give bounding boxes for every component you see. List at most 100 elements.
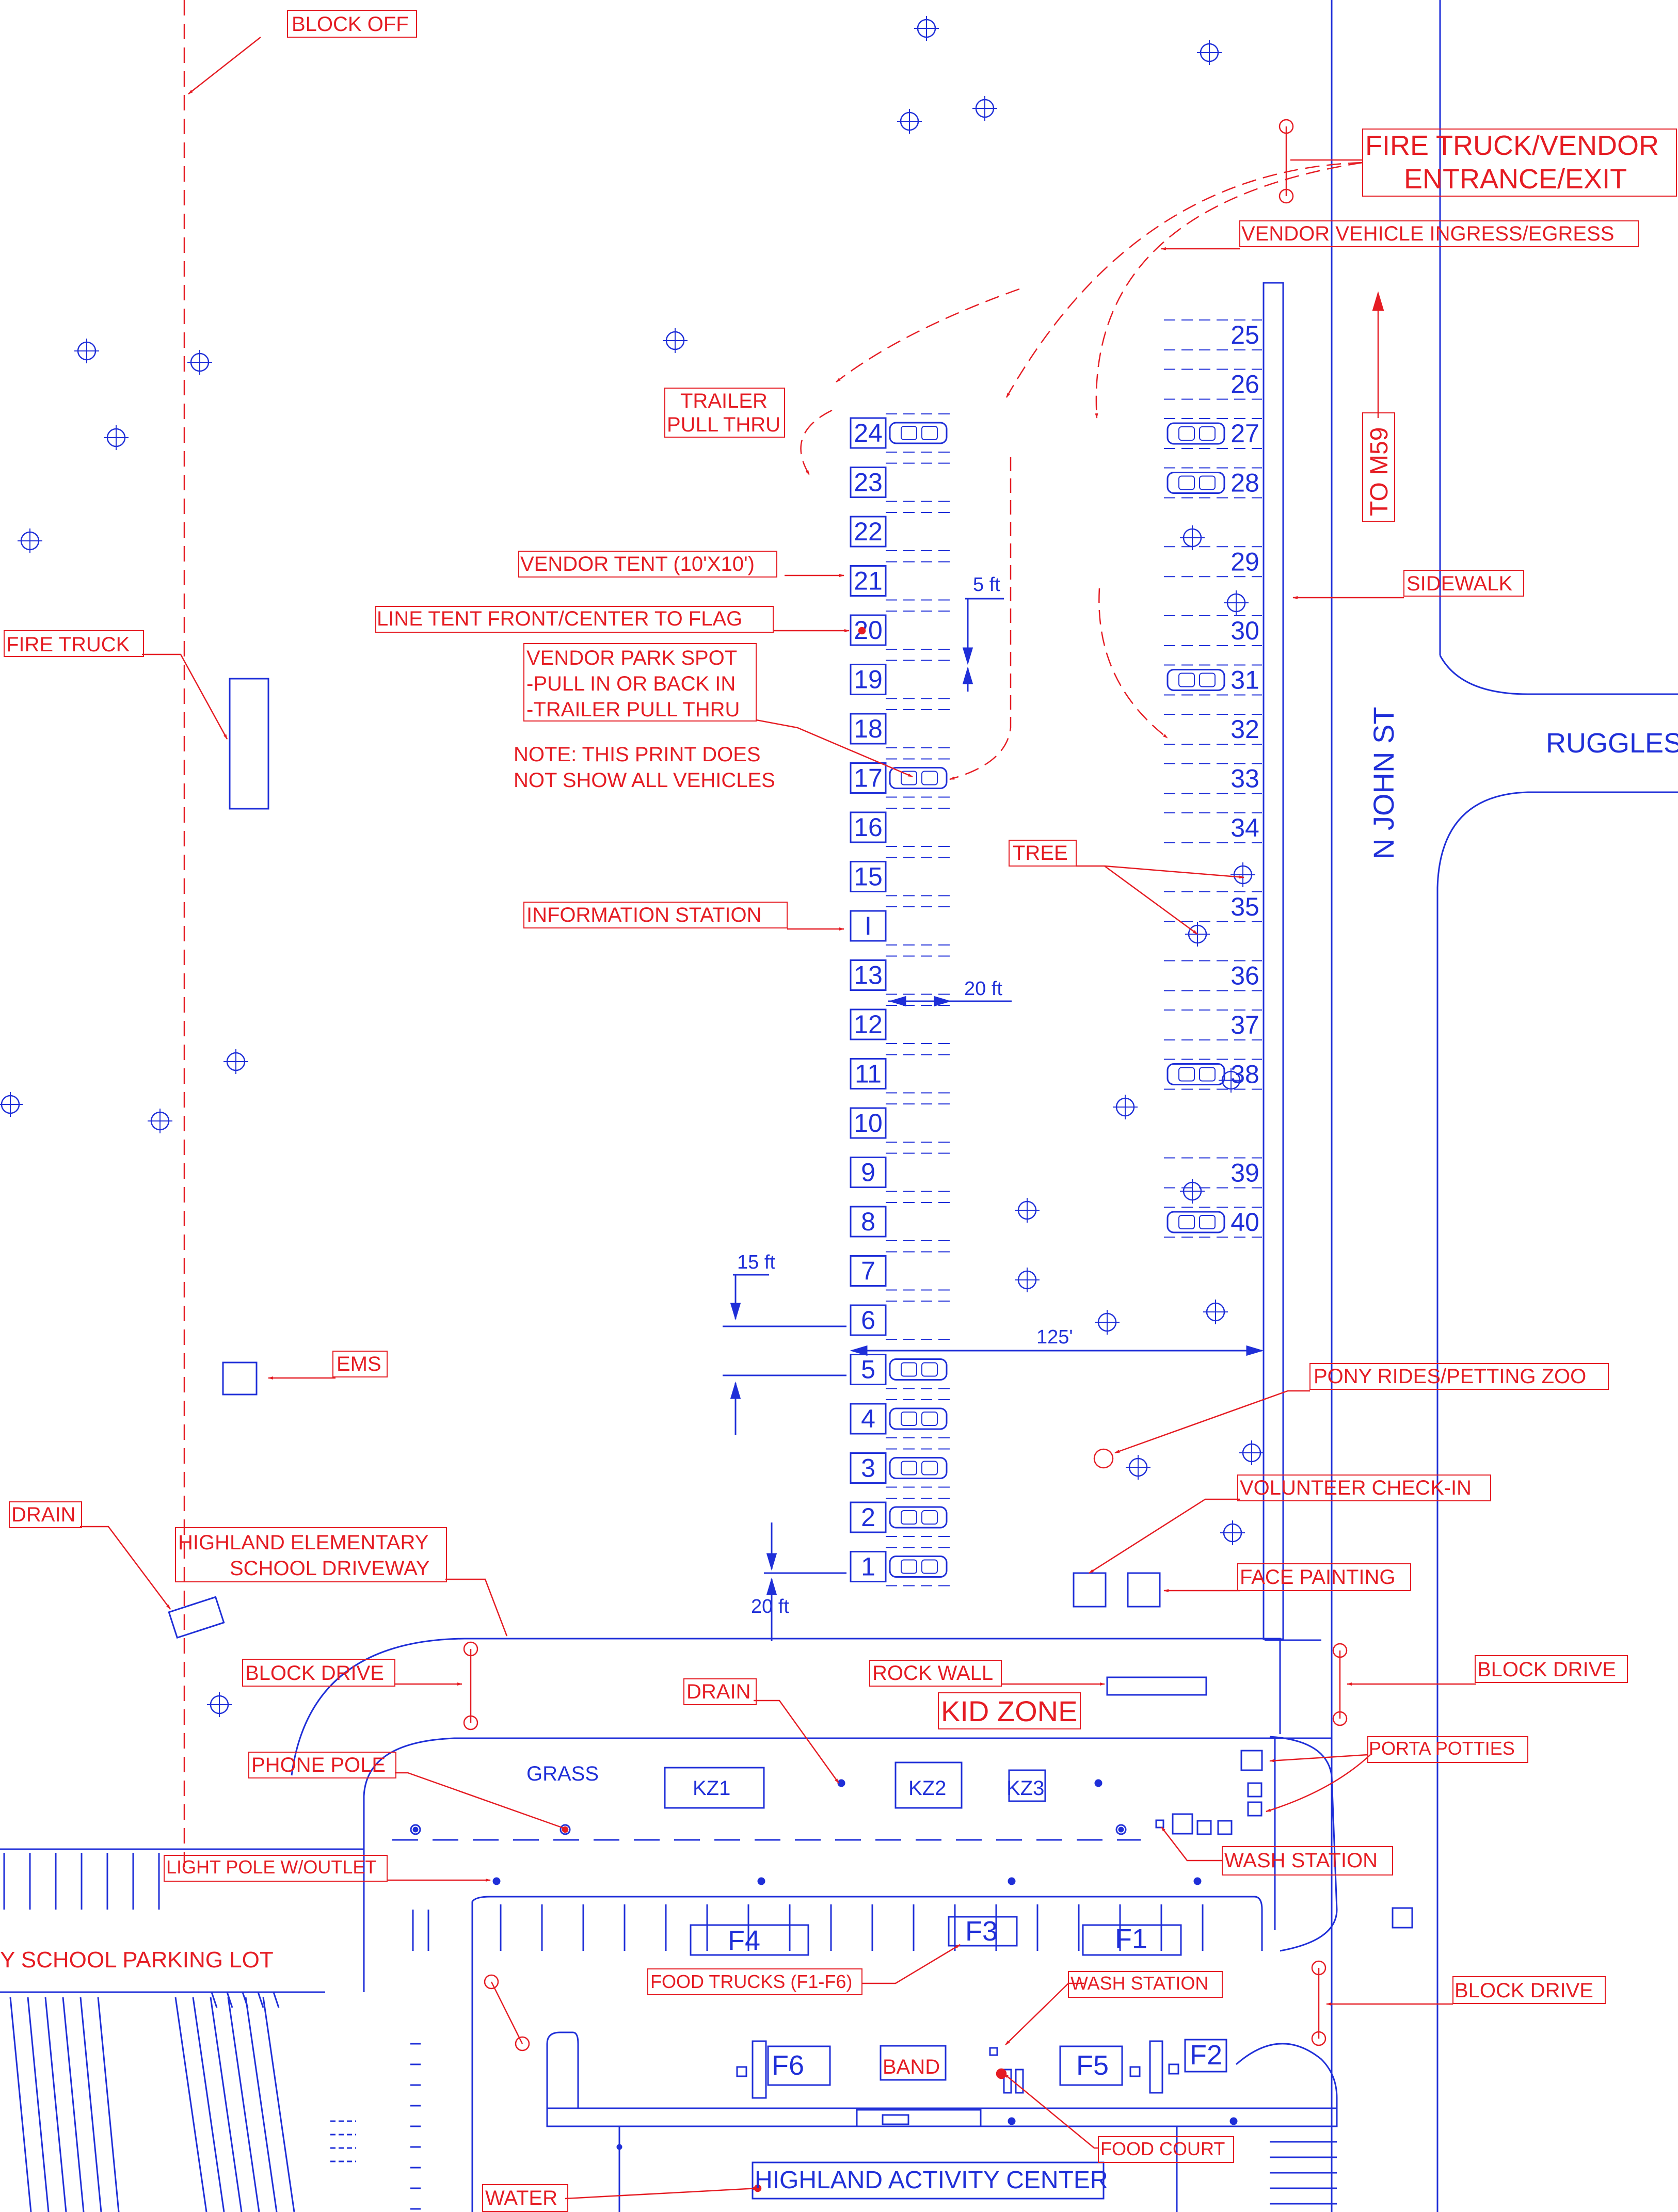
vendor-spot-box — [850, 861, 887, 892]
vendor-spot-box — [850, 664, 887, 695]
vendor-spot-number: 19 — [854, 665, 883, 694]
vendor-spot-box — [850, 1058, 887, 1089]
vendor-spot-box — [850, 1157, 887, 1188]
vendor-spot-number: 26 — [1230, 370, 1259, 399]
vendor-spot-number: 10 — [854, 1109, 883, 1137]
car-icon — [889, 422, 948, 444]
vendor-spot-number: 32 — [1230, 715, 1259, 744]
f5-truck — [1059, 2045, 1123, 2086]
activity-center-label: HIGHLAND ACTIVITY CENTER — [755, 2167, 1108, 2194]
note-label: NOTE: THIS PRINT DOES — [514, 743, 761, 766]
tree-label: TREE — [1013, 842, 1068, 864]
vendor-spot-number: 22 — [854, 517, 883, 546]
car-icon — [889, 1457, 948, 1479]
tree-crosshair-icon — [148, 1109, 172, 1133]
vendor-spot-box — [850, 467, 887, 498]
band-label: BAND — [883, 2056, 940, 2078]
site-features — [168, 678, 1413, 2200]
car-icon — [889, 767, 948, 789]
activity-center-box — [752, 2161, 1105, 2200]
vendor-spot-grid: 24232221201918171615I1312111098765432125… — [850, 319, 1262, 1586]
vendor-spot-number: 12 — [854, 1010, 883, 1039]
vendor-spot-box — [850, 1501, 887, 1533]
vendor-spot-box — [850, 516, 887, 548]
park-spot-label: VENDOR PARK SPOT — [526, 647, 737, 669]
tree-crosshair-icon — [1015, 1198, 1040, 1223]
street-name: N JOHN ST — [1367, 707, 1400, 859]
fire-truck-label: FIRE TRUCK — [6, 633, 130, 656]
car-icon — [889, 1358, 948, 1381]
vendor-spot-box — [850, 1354, 887, 1385]
vendor-spot-number: 6 — [861, 1306, 875, 1335]
porta-potties-label: PORTA POTTIES — [1369, 1738, 1515, 1759]
volunteer-box — [1073, 1572, 1107, 1608]
parking-stripes — [3, 1853, 1337, 2212]
ems-label: EMS — [337, 1353, 381, 1375]
vendor-spot-box — [850, 1403, 887, 1435]
wash-station-label: WASH STATION — [1070, 1973, 1208, 1994]
porta-1 — [1240, 1750, 1263, 1771]
wash-3 — [1217, 1820, 1233, 1835]
vendor-spot-number: 23 — [854, 468, 883, 497]
f1-label: F1 — [1115, 1924, 1147, 1954]
vendor-spot-box — [850, 565, 887, 597]
light-pole-dot-icon — [560, 1824, 571, 1835]
trees — [0, 16, 1264, 1717]
vendor-spot-number: 2 — [861, 1503, 875, 1532]
light-pole-dot-icon — [1115, 1824, 1127, 1835]
food-trucks-label: FOOD TRUCKS (F1-F6) — [650, 1971, 852, 1992]
blue-labels: N JOHN ST RUGGLES 5 ft 20 ft 15 ft 125' … — [526, 574, 1678, 2194]
vendor-spot-box — [850, 959, 887, 991]
dimension-label: 125' — [1036, 1326, 1073, 1348]
vendor-spot-number: I — [865, 911, 872, 940]
vendor-spot-number: 7 — [861, 1257, 875, 1286]
tree-crosshair-icon — [207, 1692, 232, 1717]
vendor-spot-number: 9 — [861, 1158, 875, 1187]
school-driveway-label: SCHOOL DRIVEWAY — [230, 1557, 429, 1580]
light-pole-dot-icon — [410, 1824, 421, 1835]
kz2-box — [894, 1761, 963, 1809]
vendor-spot-number: 31 — [1230, 666, 1259, 695]
kz1-label: KZ1 — [693, 1777, 730, 1800]
f1-truck — [1082, 1924, 1182, 1956]
vendor-spot-number: 5 — [861, 1355, 875, 1384]
pony-label: PONY RIDES/PETTING ZOO — [1314, 1365, 1586, 1388]
porta-3 — [1247, 1801, 1263, 1817]
f2-label: F2 — [1190, 2040, 1222, 2071]
tree-crosshair-icon — [74, 339, 99, 363]
box-right — [1392, 1907, 1413, 1929]
light-pole-label: LIGHT POLE W/OUTLET — [166, 1856, 376, 1878]
vendor-spot-number: 38 — [1230, 1060, 1259, 1089]
kid-zone-label: KID ZONE — [941, 1695, 1077, 1727]
vendor-spot-box — [850, 910, 887, 942]
rock-wall-label: ROCK WALL — [872, 1662, 993, 1685]
tree-crosshair-icon — [1015, 1268, 1040, 1292]
tree-crosshair-icon — [1180, 1179, 1205, 1204]
vendor-spot-number: 35 — [1230, 892, 1259, 921]
wash-2 — [1196, 1820, 1212, 1835]
vendor-spot-number: 25 — [1230, 320, 1259, 349]
vendor-spot-number: 33 — [1230, 764, 1259, 793]
block-drive-label: BLOCK DRIVE — [245, 1662, 384, 1685]
park-spot-label: -PULL IN OR BACK IN — [526, 672, 736, 695]
tree-crosshair-icon — [914, 16, 939, 41]
tree-crosshair-icon — [1126, 1455, 1150, 1480]
tree-crosshair-icon — [972, 96, 997, 121]
vendor-spot-number: 30 — [1230, 616, 1259, 645]
note-label: NOT SHOW ALL VEHICLES — [514, 769, 775, 792]
vendor-spot-box — [850, 1255, 887, 1287]
wash-4 — [1155, 1819, 1164, 1829]
face-box — [1127, 1572, 1161, 1608]
tree-crosshair-icon — [1239, 1440, 1264, 1465]
volunteer-label: VOLUNTEER CHECK-IN — [1240, 1477, 1472, 1499]
tree-crosshair-icon — [1220, 1520, 1245, 1545]
vendor-spot-box — [850, 614, 887, 646]
trailer-label: TRAILER — [680, 390, 768, 412]
tree-crosshair-icon — [663, 328, 688, 353]
block-drive-label: BLOCK DRIVE — [1455, 1979, 1593, 2002]
vendor-spot-number: 37 — [1230, 1011, 1259, 1039]
f4-truck — [690, 1924, 809, 1956]
tree-crosshair-icon — [1095, 1310, 1120, 1335]
vendor-spot-box — [850, 1107, 887, 1139]
vendor-spot-number: 3 — [861, 1454, 875, 1483]
